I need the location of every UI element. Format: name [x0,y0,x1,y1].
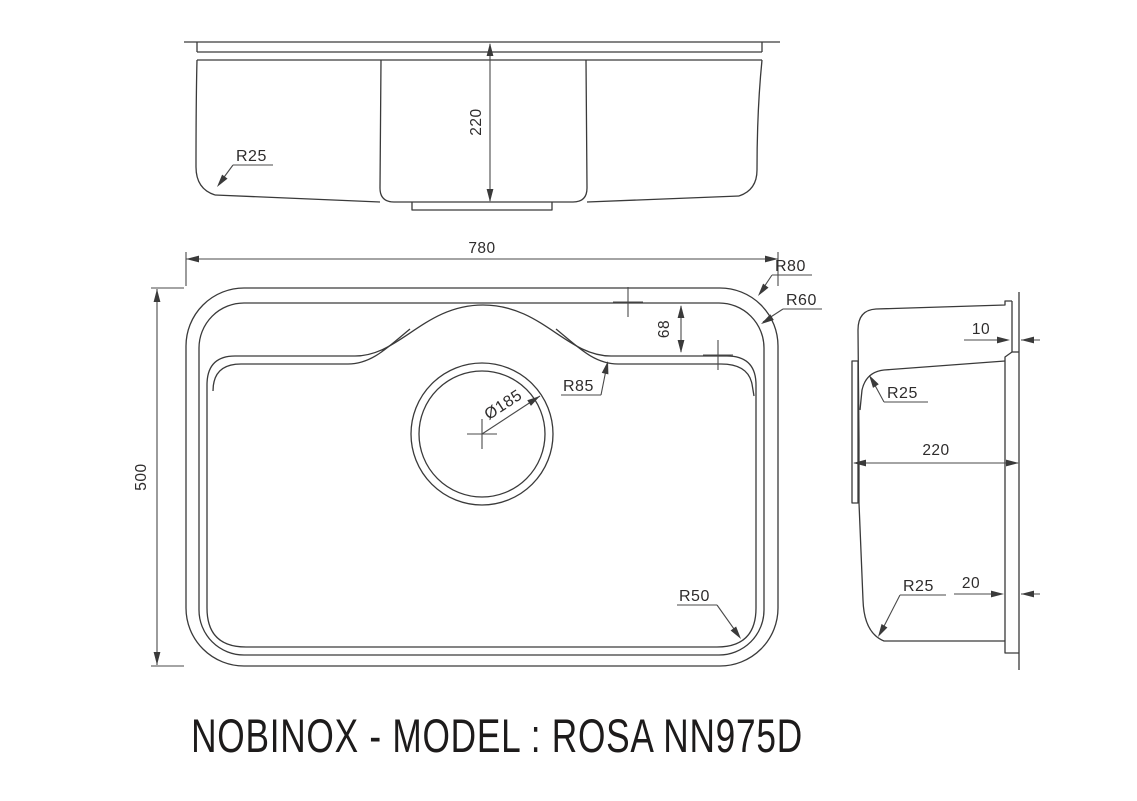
bowl-right-edge [572,59,588,203]
bowl-outer-outline [198,302,765,656]
dimension-plan-width: 780 [185,240,779,286]
front-depth-value: 220 [468,108,485,135]
tangent-center-mark-ledge [703,340,733,370]
side-inner-top-edge [859,360,1006,411]
label-bowl-wave-radius: R85 [561,360,612,396]
dimension-side-depth: 220 [853,442,1019,467]
bowl-corner-radius-value: R60 [786,292,817,309]
dimension-front-depth: 220 [468,43,494,202]
plan-width-value: 780 [468,240,495,257]
side-outer-profile [857,300,1019,654]
sink-outer-outline [185,287,779,667]
rim-overhang-bottom-value: 20 [962,575,980,592]
front-elevation-view: 220 R25 [184,41,780,211]
dimension-plan-length: 500 [133,287,184,667]
label-drain-diameter: Ø185 [482,387,542,435]
side-upper-corner-radius-value: R25 [887,385,918,402]
label-side-upper-corner-radius: R25 [866,373,928,403]
bowl-inner-outline [206,304,757,648]
label-side-lower-corner-radius: R25 [875,578,946,639]
bowl-left-edge [379,59,395,203]
dimension-rim-overhang-bottom: 20 [954,575,1040,598]
drain-circle-outer [410,362,554,506]
side-depth-value: 220 [922,442,949,459]
label-front-corner-radius: R25 [214,148,273,190]
drain-recess-profile [851,360,859,504]
drain-circle-inner [418,370,546,498]
side-bowl-wall [1004,351,1013,641]
body-left-edge [195,59,216,196]
ledge-inner-line-left [212,328,411,392]
body-right-edge [738,59,763,197]
rim-overhang-top-value: 10 [972,321,990,338]
dimension-ledge-offset: 68 [656,305,685,353]
plan-length-value: 500 [133,463,150,490]
tangent-center-mark-top [613,287,643,317]
body-bottom-right [586,195,740,203]
side-section-view: 10 220 20 R25 R25 [851,292,1040,670]
ledge-offset-value: 68 [656,320,673,338]
drawing-title: NOBINOX - MODEL : ROSA NN975D [191,709,803,762]
rim-corner-radius-value: R80 [775,258,806,275]
front-corner-radius-value: R25 [236,148,267,165]
drain-diameter-value: Ø185 [482,387,526,424]
side-lower-corner-radius-value: R25 [903,578,934,595]
label-bowl-bottom-corner-radius: R50 [677,588,744,641]
label-bowl-corner-radius: R60 [759,292,822,327]
plan-view: 780 500 68 R80 R60 [133,240,822,667]
body-bottom-left [214,194,381,203]
dimension-rim-overhang-top: 10 [964,321,1040,344]
bowl-bottom-corner-radius-value: R50 [679,588,710,605]
drain-flange [411,202,553,211]
ledge-inner-line-right [555,328,755,397]
bowl-wave-radius-value: R85 [563,378,594,395]
label-rim-corner-radius: R80 [755,258,812,299]
